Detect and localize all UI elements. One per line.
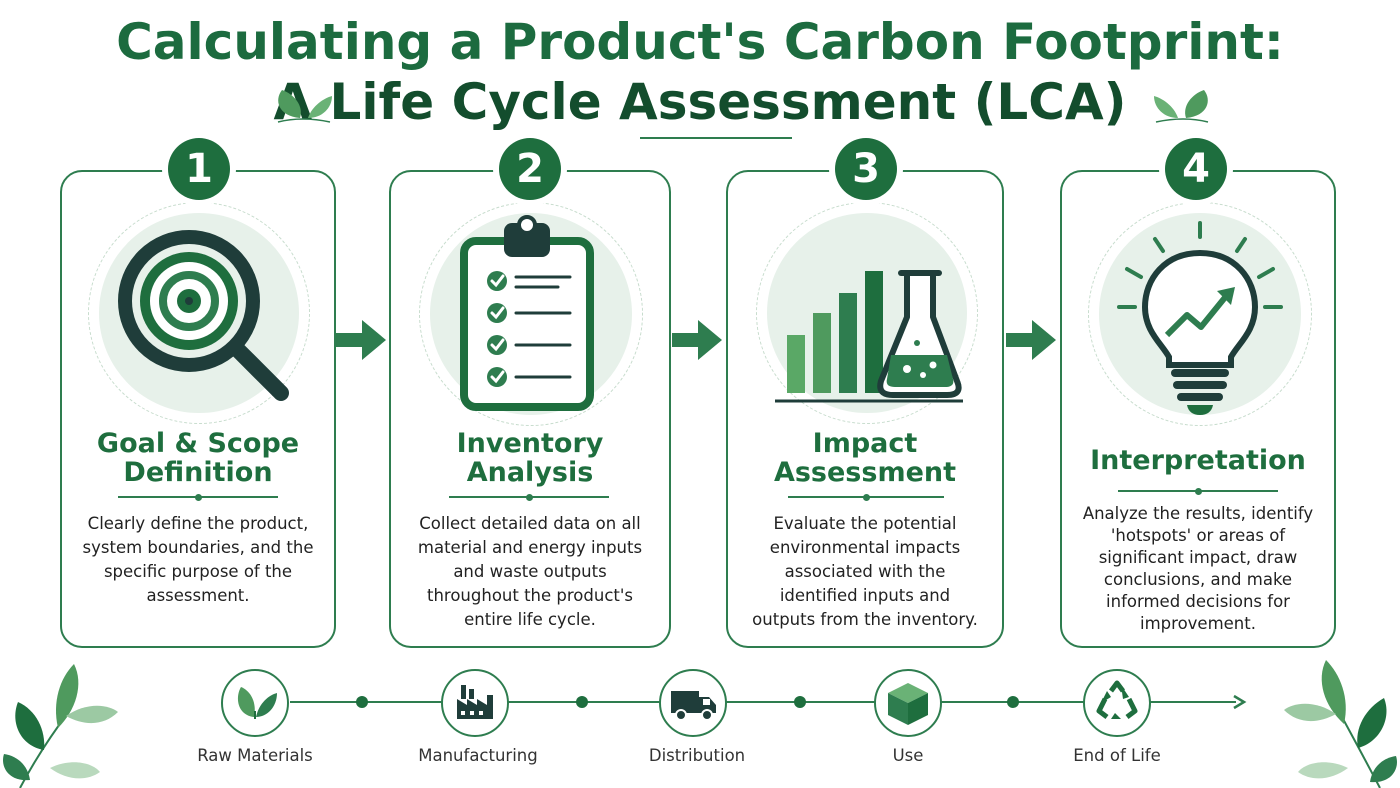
step-4-description: Analyze the results, identify 'hotspots'… (1082, 504, 1314, 633)
timeline-stage-distribution (659, 669, 727, 737)
timeline-label-distribution: Distribution (648, 746, 746, 765)
timeline-label-use: Use (892, 746, 924, 765)
title-underline (640, 137, 792, 139)
box-icon (888, 683, 928, 725)
step-3-divider (788, 493, 944, 501)
truck-icon (671, 691, 716, 721)
step-card-impact-assessment: Impact Assessment Evaluate the potential… (726, 170, 1004, 648)
leaves-icon (237, 687, 277, 719)
step-2-title: Inventory Analysis (456, 428, 604, 488)
timeline-dot (576, 696, 588, 708)
timeline-stage-use (874, 669, 942, 737)
clipboard-checklist-icon (460, 215, 594, 411)
leaf-sprig-right-icon (1154, 90, 1209, 123)
title-line-2: A Life Cycle Assessment (LCA) (273, 73, 1127, 131)
timeline-dot (1007, 696, 1019, 708)
timeline-dot (794, 696, 806, 708)
step-card-goal-scope: Goal & Scope Definition Clearly define t… (60, 170, 336, 648)
timeline-label-raw-materials: Raw Materials (197, 746, 313, 765)
step-2-description: Collect detailed data on all material an… (417, 514, 643, 629)
foliage-left-icon (3, 664, 118, 788)
timeline-label-end-of-life: End of Life (1073, 746, 1161, 765)
step-card-interpretation: Interpretation Analyze the results, iden… (1060, 170, 1336, 648)
foliage-right-icon (1284, 660, 1397, 788)
target-magnifier-icon (118, 230, 289, 401)
timeline-arrowhead-icon (1233, 694, 1247, 710)
bar-chart-flask-icon (775, 270, 963, 403)
step-1-divider (118, 493, 278, 501)
timeline-dot (356, 696, 368, 708)
step-2-badge: 2 (499, 138, 561, 200)
step-1-description: Clearly define the product, system bound… (82, 514, 314, 605)
lightbulb-trend-icon (1117, 221, 1283, 415)
timeline-stage-manufacturing (441, 669, 509, 737)
step-3-title: Impact Assessment (773, 428, 957, 488)
factory-icon (457, 685, 493, 719)
arrow-right-icon (336, 320, 386, 360)
step-3-description: Evaluate the potential environmental imp… (752, 514, 978, 629)
arrow-right-icon (1006, 320, 1056, 360)
title-line-1: Calculating a Product's Carbon Footprint… (116, 13, 1284, 71)
timeline-line (290, 701, 1236, 703)
timeline-label-manufacturing: Manufacturing (418, 746, 538, 765)
step-2-divider (449, 493, 609, 501)
step-4-title: Interpretation (1090, 445, 1306, 476)
step-4-badge: 4 (1165, 138, 1227, 200)
step-1-title: Goal & Scope Definition (96, 428, 300, 488)
timeline-stage-end-of-life (1083, 669, 1151, 737)
arrow-right-icon (672, 320, 722, 360)
leaf-sprig-left-icon (277, 90, 332, 123)
step-card-inventory-analysis: Inventory Analysis Collect detailed data… (389, 170, 671, 648)
step-1-badge: 1 (168, 138, 230, 200)
timeline-stage-raw-materials (221, 669, 289, 737)
step-3-badge: 3 (835, 138, 897, 200)
step-4-divider (1118, 487, 1278, 495)
recycle-icon (1096, 680, 1138, 719)
